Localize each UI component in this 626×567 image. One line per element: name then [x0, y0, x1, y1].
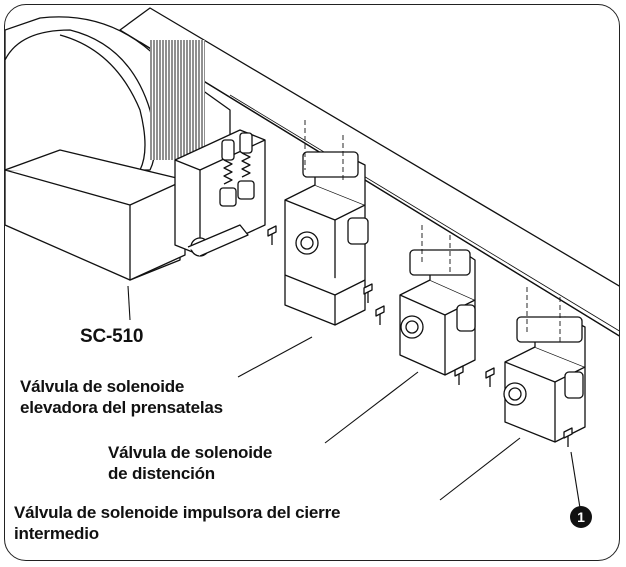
valve-closure-label-line2: intermedio: [14, 524, 99, 543]
callout-marker-1: 1: [570, 506, 592, 528]
valve-presser-foot: [284, 120, 369, 326]
valve-presser-label-line2: elevadora del prensatelas: [20, 398, 223, 417]
screws: [267, 225, 573, 447]
model-label: SC-510: [80, 326, 144, 347]
valve-tension-label-line2: de distención: [108, 464, 215, 483]
valve-intermediate-closure: [503, 287, 586, 443]
valve-closure-label-line1: Válvula de solenoide impulsora del cierr…: [14, 503, 341, 522]
leader-lines: [127, 285, 581, 509]
machine-body: [5, 16, 266, 281]
mounting-rail: [119, 7, 619, 341]
valve-tension-label-line1: Válvula de solenoide: [108, 443, 273, 462]
valve-tension: [399, 225, 476, 376]
valve-presser-label-line1: Válvula de solenoide: [20, 377, 185, 396]
